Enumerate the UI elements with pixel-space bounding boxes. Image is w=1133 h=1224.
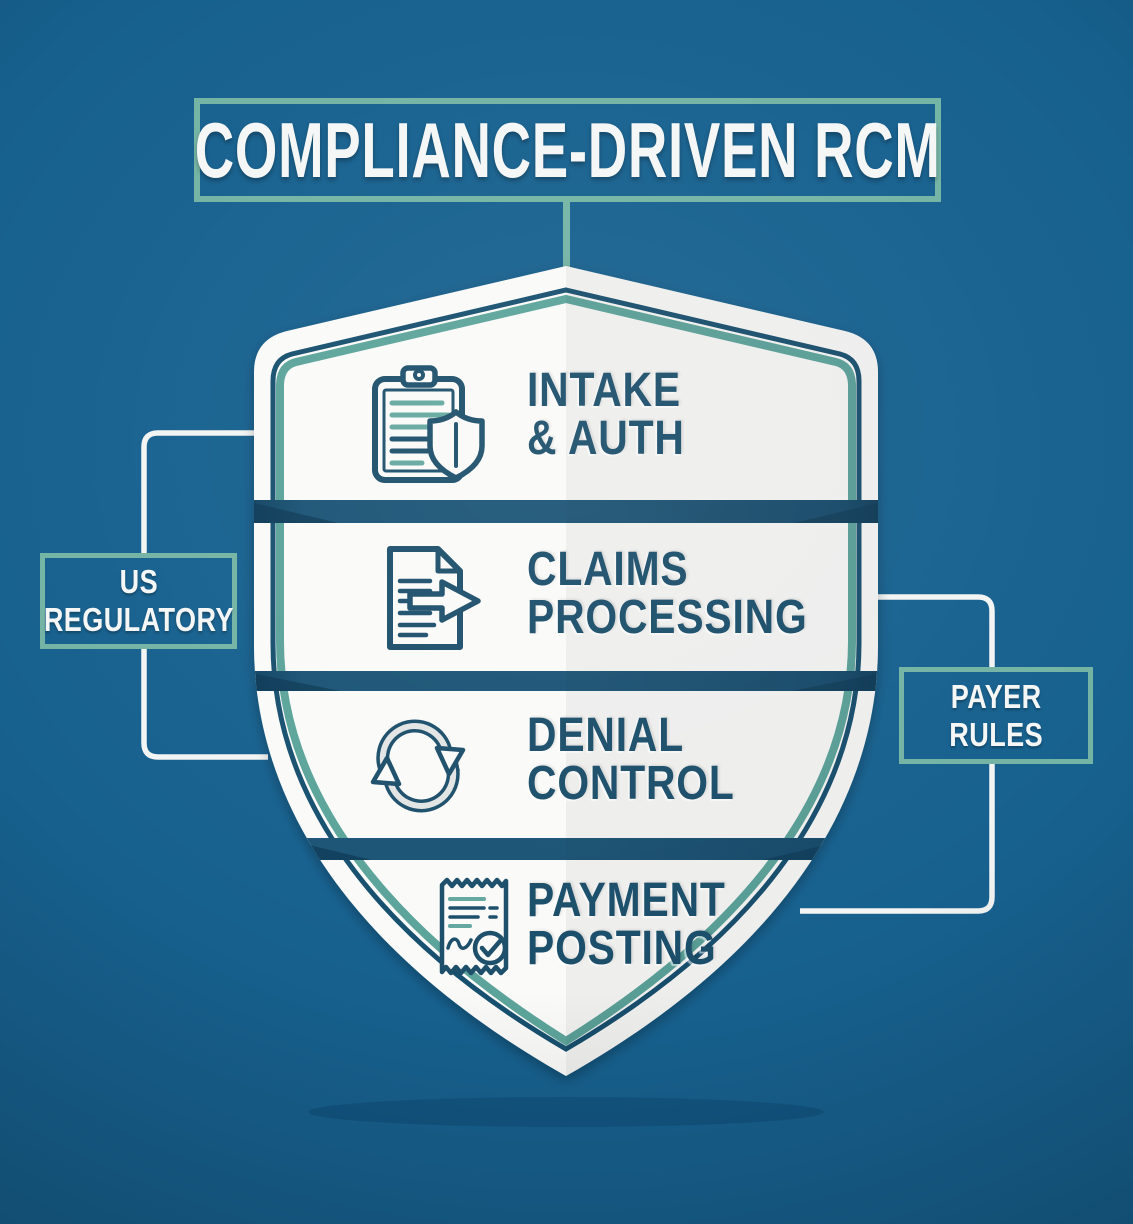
page-title: COMPLIANCE-DRIVEN RCM — [194, 105, 941, 194]
separator-bands — [254, 500, 878, 860]
segment-label-denial-control: DENIAL CONTROL — [527, 709, 735, 810]
us-regulatory-label-box: US REGULATORY — [40, 553, 237, 649]
segment-label-claims-processing: CLAIMS PROCESSING — [527, 543, 808, 644]
us-regulatory-label: US REGULATORY — [43, 563, 234, 638]
document-arrow-icon — [387, 546, 481, 650]
title-connector-line — [563, 202, 570, 268]
shield-inner-border-teal — [276, 294, 856, 1046]
segment-label-payment-posting: PAYMENT POSTING — [527, 874, 726, 975]
shield-inner-border-navy — [270, 287, 862, 1052]
segment-label-intake-auth: INTAKE & AUTH — [527, 364, 685, 465]
ground-shadow — [308, 1097, 824, 1127]
cycle-arrows-icon — [370, 719, 466, 813]
payer-rules-label-box: PAYER RULES — [899, 667, 1093, 764]
title-box: COMPLIANCE-DRIVEN RCM — [194, 98, 941, 202]
receipt-check-icon — [439, 877, 509, 976]
clipboard-shield-icon — [372, 365, 485, 483]
payer-rules-label: PAYER RULES — [949, 677, 1043, 753]
